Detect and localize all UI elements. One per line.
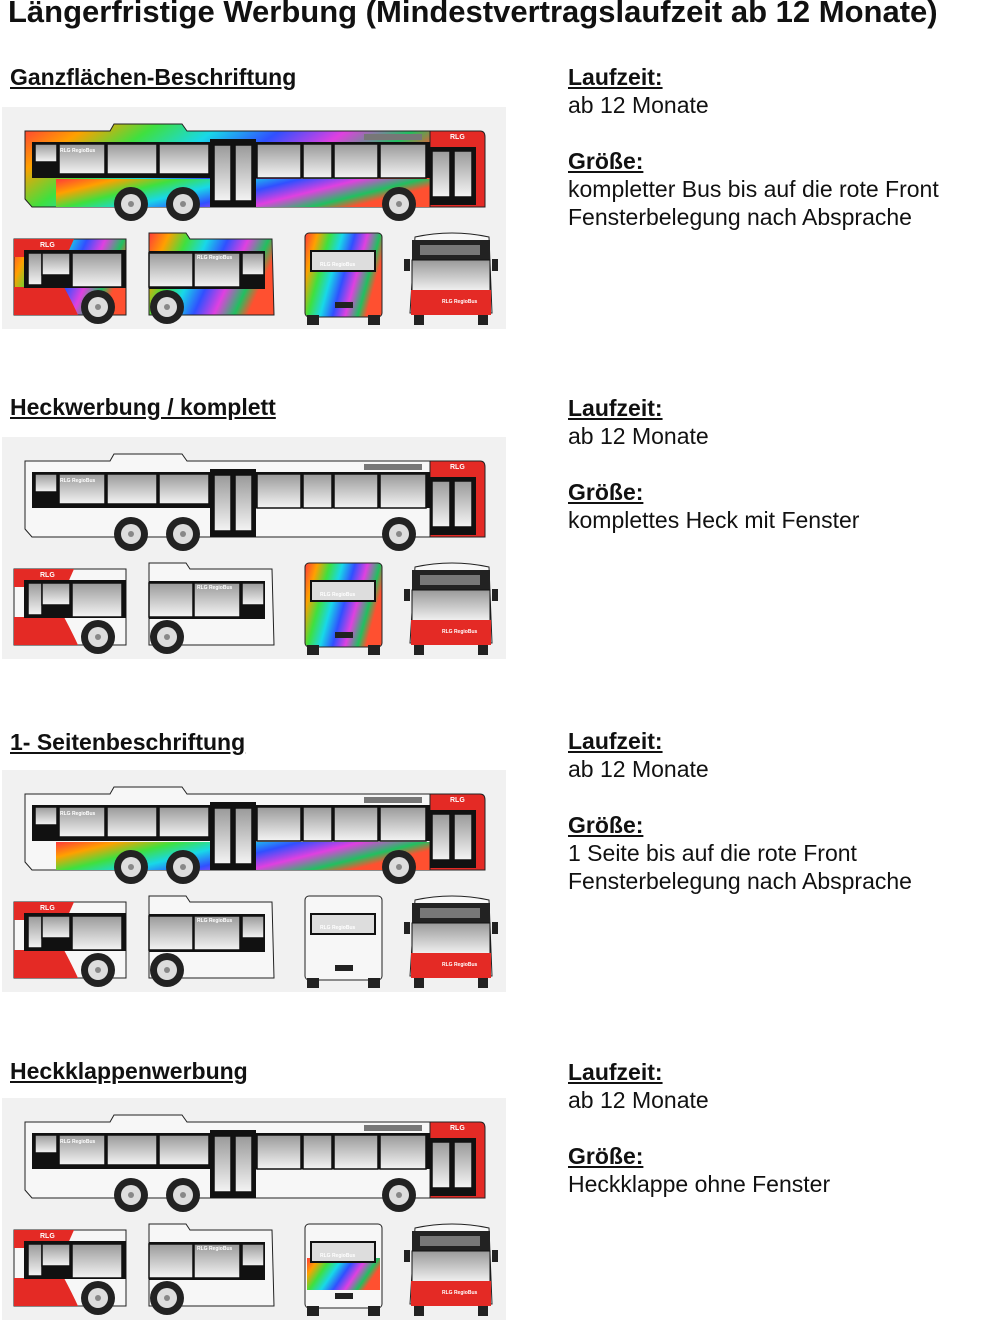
groesse-value: kompletter Bus bis auf die rote Front (568, 176, 939, 202)
wheel (166, 187, 200, 221)
svg-text:RLG RegioBus: RLG RegioBus (60, 478, 95, 484)
wheel (81, 953, 115, 987)
wheel (150, 290, 184, 324)
bus-front-view: RLG RegioBus (404, 562, 498, 655)
svg-text:RLG RegioBus: RLG RegioBus (197, 585, 232, 591)
laufzeit-label: Laufzeit: (568, 1059, 663, 1085)
groesse-value: Heckklappe ohne Fenster (568, 1171, 831, 1197)
svg-text:RLG RegioBus: RLG RegioBus (60, 811, 95, 817)
wheel (166, 850, 200, 884)
groesse-label: Größe: (568, 479, 644, 505)
svg-text:RLG RegioBus: RLG RegioBus (320, 262, 355, 268)
bus-side-view: RLG RLG RegioBus (24, 786, 486, 884)
bus-illustration: RLG RLG RegioBus RLG RLG RegioBus RLG Re… (2, 770, 506, 992)
wheel (114, 517, 148, 551)
bus-rear-right-view: RLG RegioBus (148, 232, 275, 324)
laufzeit-label: Laufzeit: (568, 728, 663, 754)
bus-front-left-view: RLG (13, 238, 127, 324)
wheel (81, 1281, 115, 1315)
bus-front-left-view: RLG (13, 568, 127, 654)
wheel (150, 1281, 184, 1315)
bus-front-left-view: RLG (13, 1229, 127, 1315)
wheel (114, 1178, 148, 1212)
wheel (382, 517, 416, 551)
laufzeit-value: ab 12 Monate (568, 756, 709, 782)
bus-side-view: RLG RLG RegioBus (24, 1114, 486, 1212)
bus-side-view: RLG RLG RegioBus (24, 123, 486, 221)
laufzeit-value: ab 12 Monate (568, 1087, 709, 1113)
section-info: Laufzeit: ab 12 Monate Größe: kompletter… (568, 63, 939, 231)
groesse-label: Größe: (568, 1143, 644, 1169)
groesse-value: 1 Seite bis auf die rote Front (568, 840, 857, 866)
svg-text:RLG: RLG (40, 905, 55, 912)
bus-illustration: RLG RLG RegioBus RLG RLG RegioBus RLG Re… (2, 1098, 506, 1320)
section-info: Laufzeit: ab 12 Monate Größe: komplettes… (568, 394, 859, 534)
svg-text:RLG RegioBus: RLG RegioBus (442, 299, 477, 305)
svg-text:RLG RegioBus: RLG RegioBus (442, 1290, 477, 1296)
section-info: Laufzeit: ab 12 Monate Größe: Heckklappe… (568, 1058, 830, 1198)
section-title: Heckklappenwerbung (10, 1058, 248, 1084)
groesse-value: Fensterbelegung nach Absprache (568, 204, 912, 230)
groesse-value: komplettes Heck mit Fenster (568, 507, 860, 533)
section-title: Heckwerbung / komplett (10, 394, 276, 420)
bus-rear-view: RLG RegioBus (304, 232, 383, 325)
laufzeit-label: Laufzeit: (568, 395, 663, 421)
groesse-label: Größe: (568, 812, 644, 838)
svg-text:RLG RegioBus: RLG RegioBus (320, 1253, 355, 1259)
svg-text:RLG: RLG (450, 464, 465, 471)
laufzeit-value: ab 12 Monate (568, 423, 709, 449)
wheel (382, 850, 416, 884)
bus-rear-right-view: RLG RegioBus (148, 1223, 275, 1315)
svg-text:RLG RegioBus: RLG RegioBus (197, 255, 232, 261)
wheel (114, 187, 148, 221)
wheel (166, 517, 200, 551)
wheel (150, 620, 184, 654)
wheel (166, 1178, 200, 1212)
svg-text:RLG RegioBus: RLG RegioBus (197, 1246, 232, 1252)
svg-text:RLG: RLG (40, 572, 55, 579)
wheel (382, 1178, 416, 1212)
bus-illustration: RLG RLG RegioBus RLG RLG RegioBus RLG Re… (2, 437, 506, 659)
svg-text:RLG RegioBus: RLG RegioBus (442, 629, 477, 635)
wheel (114, 850, 148, 884)
bus-rear-view: RLG RegioBus (304, 895, 383, 988)
svg-text:RLG RegioBus: RLG RegioBus (320, 592, 355, 598)
bus-side-view: RLG RLG RegioBus (24, 453, 486, 551)
bus-front-view: RLG RegioBus (404, 895, 498, 988)
section-title: 1- Seitenbeschriftung (10, 729, 246, 755)
wheel (382, 187, 416, 221)
svg-text:RLG RegioBus: RLG RegioBus (320, 925, 355, 931)
bus-front-left-view: RLG (13, 901, 127, 987)
wheel (81, 290, 115, 324)
svg-text:RLG RegioBus: RLG RegioBus (442, 962, 477, 968)
laufzeit-value: ab 12 Monate (568, 92, 709, 118)
bus-rear-right-view: RLG RegioBus (148, 895, 275, 987)
laufzeit-label: Laufzeit: (568, 64, 663, 90)
groesse-value: Fensterbelegung nach Absprache (568, 868, 912, 894)
svg-text:RLG: RLG (450, 134, 465, 141)
bus-illustration: RLG RLG RegioBus RLG RLG RegioBus RLG Re… (2, 107, 506, 329)
svg-text:RLG: RLG (450, 1125, 465, 1132)
wheel (150, 953, 184, 987)
svg-text:RLG: RLG (40, 1233, 55, 1240)
bus-rear-view: RLG RegioBus (304, 1223, 383, 1316)
section-info: Laufzeit: ab 12 Monate Größe: 1 Seite bi… (568, 727, 912, 895)
bus-rear-view: RLG RegioBus (304, 562, 383, 655)
svg-text:RLG: RLG (40, 242, 55, 249)
svg-text:RLG RegioBus: RLG RegioBus (197, 918, 232, 924)
bus-front-view: RLG RegioBus (404, 1223, 498, 1316)
section-title: Ganzflächen-Beschriftung (10, 64, 297, 90)
svg-text:RLG RegioBus: RLG RegioBus (60, 148, 95, 154)
svg-text:RLG RegioBus: RLG RegioBus (60, 1139, 95, 1145)
groesse-label: Größe: (568, 148, 644, 174)
bus-front-view: RLG RegioBus (404, 232, 498, 325)
svg-text:RLG: RLG (450, 797, 465, 804)
page-title: Längerfristige Werbung (Mindestvertragsl… (8, 0, 938, 29)
bus-rear-right-view: RLG RegioBus (148, 562, 275, 654)
wheel (81, 620, 115, 654)
